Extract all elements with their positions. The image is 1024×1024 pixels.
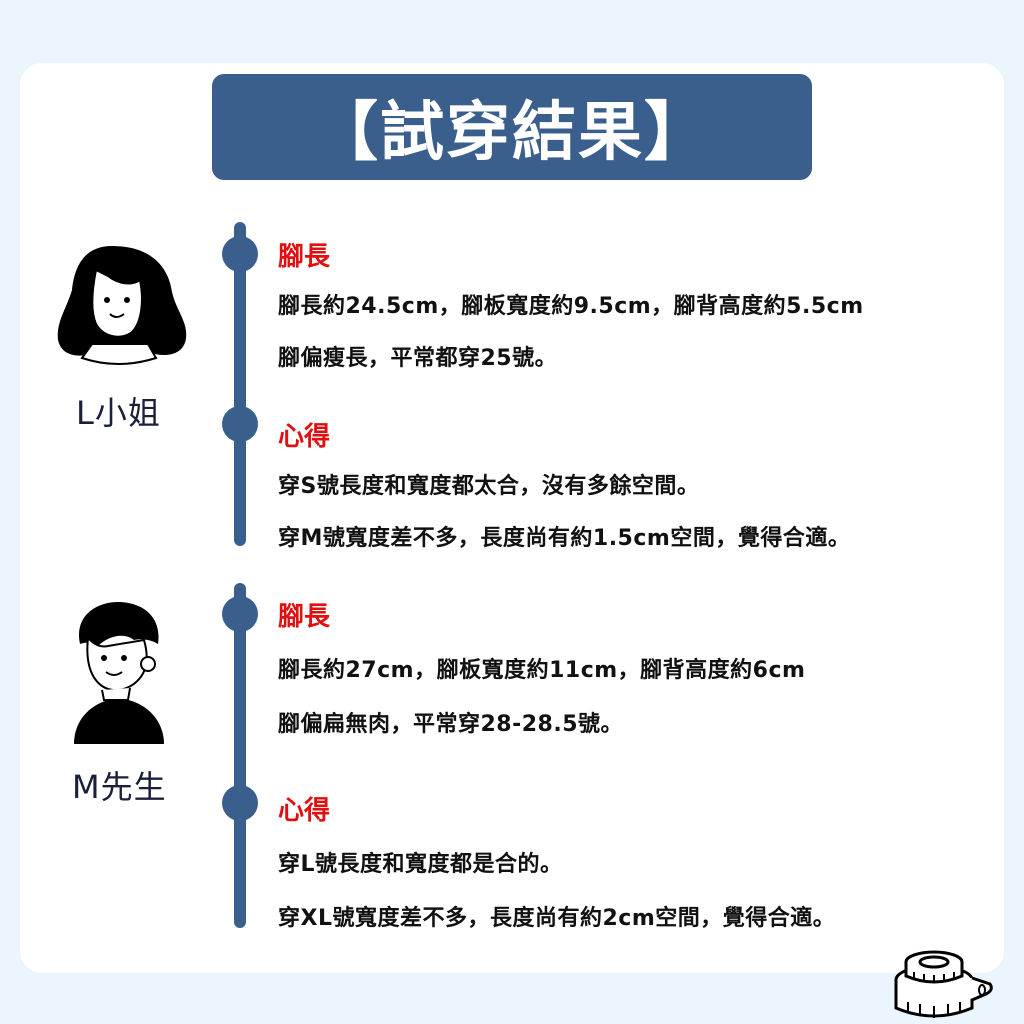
person-name-l: L小姐 <box>76 394 161 432</box>
person-name-m: M先生 <box>72 768 167 806</box>
page-title-banner: 【試穿結果】 <box>212 74 812 180</box>
text-line: 腳長約24.5cm，腳板寬度約9.5cm，腳背高度約5.5cm <box>278 294 864 319</box>
section-title-review: 心得 <box>278 796 331 826</box>
text-line: 腳偏瘦長，平常都穿25號。 <box>278 346 558 371</box>
timeline-bar <box>234 222 246 546</box>
text-line: 穿L號長度和寬度都是合的。 <box>278 852 563 877</box>
text-line: 腳偏扁無肉，平常穿28-28.5號。 <box>278 712 624 737</box>
timeline-bar <box>234 583 246 928</box>
timeline-dot <box>222 406 258 442</box>
text-line: 穿S號長度和寬度都太合，沒有多餘空間。 <box>278 474 700 499</box>
content-card <box>20 63 1004 973</box>
timeline-dot <box>222 785 258 821</box>
section-title-review: 心得 <box>278 422 331 452</box>
text-line: 穿XL號寬度差不多，長度尚有約2cm空間，覺得合適。 <box>278 906 836 931</box>
text-line: 腳長約27cm，腳板寬度約11cm，腳背高度約6cm <box>278 658 806 683</box>
woman-avatar-icon <box>57 246 187 365</box>
timeline-dot <box>222 596 258 632</box>
page-title: 【試穿結果】 <box>314 96 710 170</box>
measuring-tape-icon <box>894 950 993 1018</box>
section-title-foot-length: 腳長 <box>278 602 331 632</box>
text-line: 穿M號寬度差不多，長度尚有約1.5cm空間，覺得合適。 <box>278 526 851 551</box>
timeline-dot <box>222 236 258 272</box>
man-avatar-icon <box>74 602 164 744</box>
section-title-foot-length: 腳長 <box>278 242 331 272</box>
